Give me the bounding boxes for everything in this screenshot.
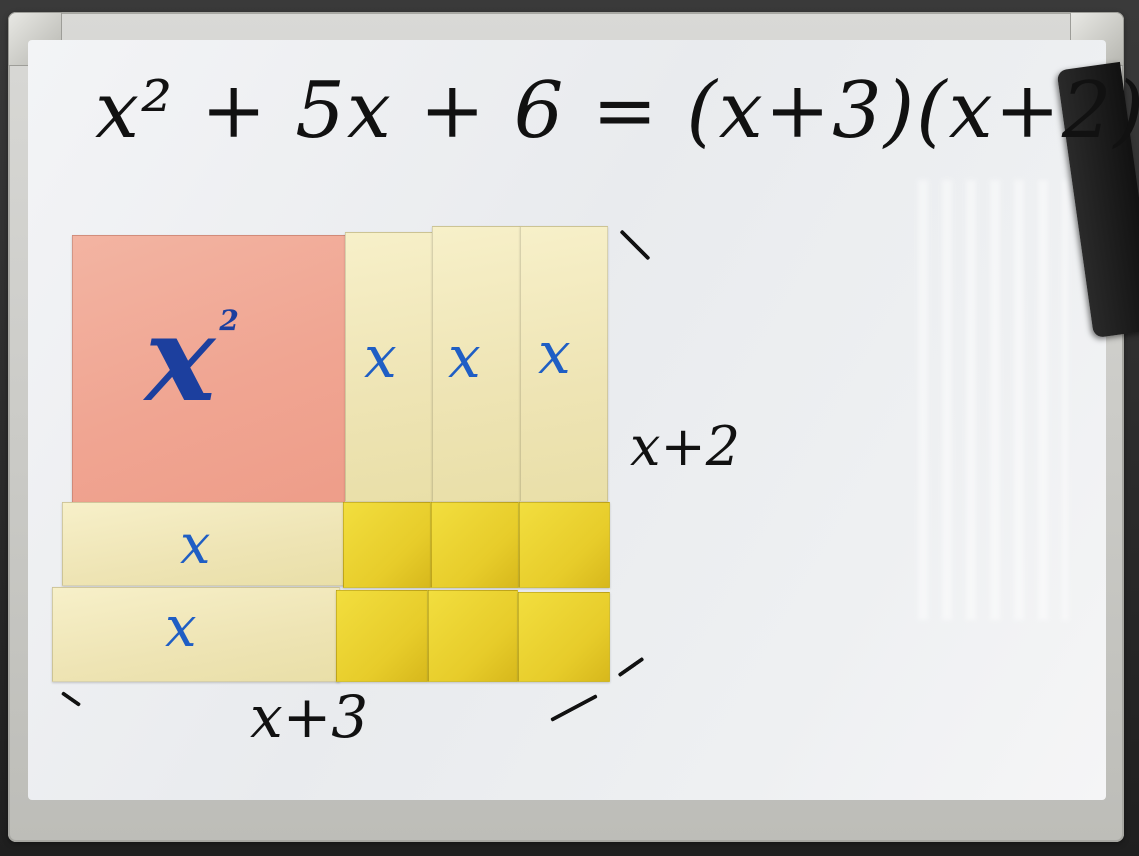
equation-text: x² + 5x + 6 = (x+3)(x+2) [95, 66, 1139, 156]
x-tile-vertical-1 [345, 232, 435, 502]
unit-tile-1 [343, 502, 431, 588]
unit-tile-3 [519, 502, 610, 588]
unit-tile-5 [428, 590, 518, 682]
width-dimension-label: x+3 [250, 683, 369, 751]
x-tile-vertical-2 [432, 226, 522, 502]
height-dimension-label: x+2 [630, 415, 741, 478]
x-tile-label-vertical-2: x [448, 323, 481, 391]
x-squared-exponent: 2 [219, 304, 239, 337]
x-tile-horizontal-1 [62, 502, 345, 586]
x-tile-label-vertical-3: x [538, 319, 571, 387]
unit-tile-2 [431, 502, 519, 588]
light-glare [918, 180, 1068, 620]
x-tile-label-vertical-1: x [364, 323, 397, 391]
x-squared-base: x [145, 289, 216, 428]
x-squared-tile [72, 235, 360, 503]
unit-tile-4 [336, 590, 428, 682]
unit-tile-6 [518, 592, 610, 682]
x-tile-label-horizontal-1: x [180, 513, 211, 576]
x-tile-horizontal-2 [52, 587, 340, 682]
x-tile-label-horizontal-2: x [165, 595, 197, 660]
x-tile-vertical-3 [520, 226, 608, 502]
